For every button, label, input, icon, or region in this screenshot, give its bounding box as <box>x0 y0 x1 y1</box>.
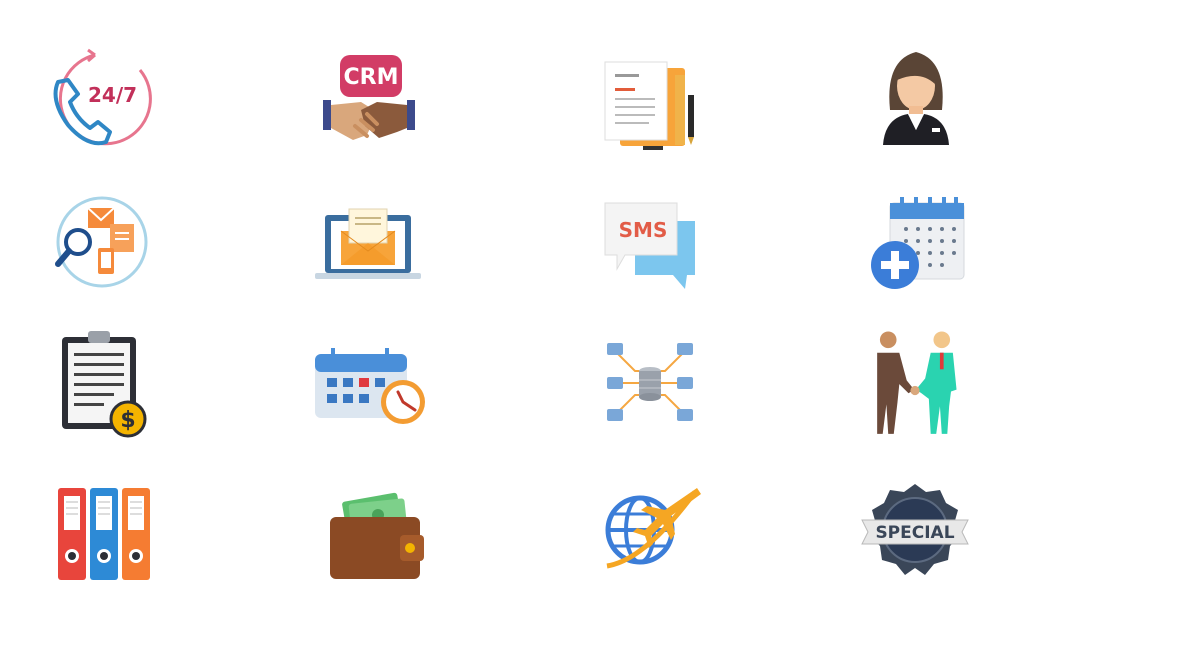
crm-label: CRM <box>344 65 399 90</box>
calendar-add-icon <box>850 185 980 305</box>
network-database-icon <box>585 325 715 445</box>
documents-pen-icon <box>585 40 715 160</box>
special-badge-icon: SPECIAL <box>850 470 980 590</box>
sms-label: SMS <box>619 218 668 242</box>
wallet-money-icon <box>310 475 440 595</box>
globe-airplane-travel-icon <box>585 470 715 590</box>
laptop-email-icon <box>305 185 435 305</box>
special-label: SPECIAL <box>875 523 954 543</box>
sms-chat-bubbles-icon: SMS <box>585 185 715 305</box>
calendar-clock-icon <box>305 330 435 450</box>
clipboard-invoice-dollar-icon: $ <box>40 325 170 445</box>
communication-search-icon <box>40 182 170 302</box>
businesswoman-avatar-icon <box>850 40 980 160</box>
crm-handshake-icon: CRM <box>305 40 435 160</box>
support-hours-label: 24/7 <box>88 83 137 107</box>
business-people-handshake-icon <box>850 325 980 445</box>
dollar-sign-label: $ <box>120 408 135 433</box>
office-binders-icon <box>40 470 170 590</box>
24-7-support-phone-icon: 24/7 <box>40 40 170 160</box>
